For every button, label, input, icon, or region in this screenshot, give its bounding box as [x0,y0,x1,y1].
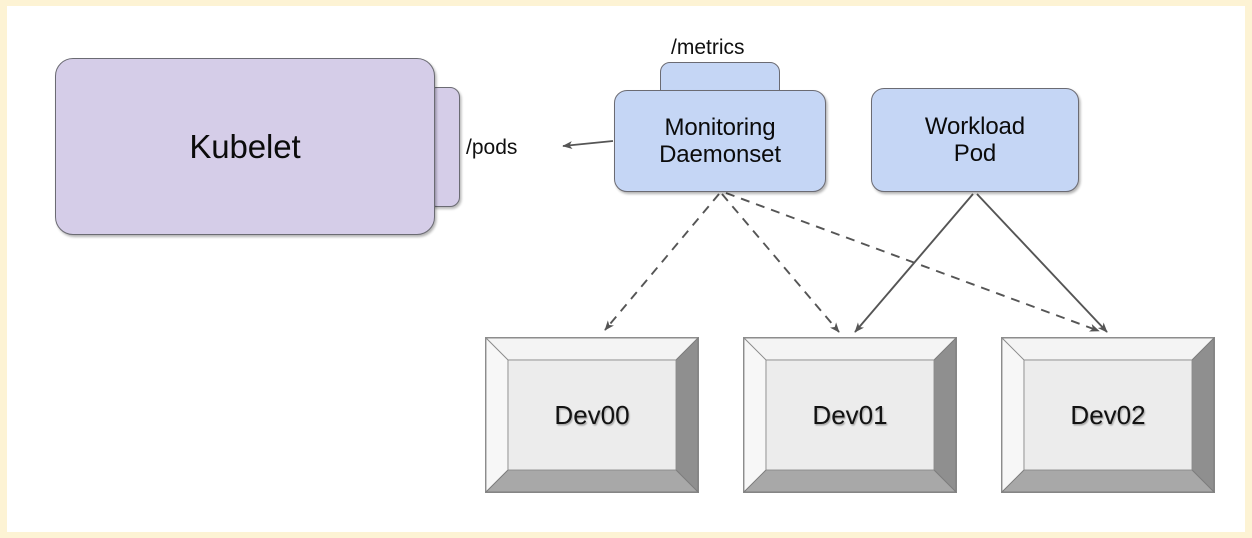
diagram-surface: Kubelet /pods /metrics Monitoring Daemon… [7,6,1245,532]
metrics-endpoint-label: /metrics [671,36,745,59]
edge-workload-to-dev01 [854,193,974,333]
pods-endpoint-label: /pods [466,136,518,159]
monitoring-daemonset-node[interactable]: Monitoring Daemonset [614,90,826,192]
device-node-dev02[interactable]: Dev02 [1001,337,1215,493]
device-bevel-icon [485,337,699,493]
device-bevel-icon [743,337,957,493]
device-node-dev01[interactable]: Dev01 [743,337,957,493]
device-node-dev00[interactable]: Dev00 [485,337,699,493]
kubelet-node[interactable]: Kubelet [55,58,435,235]
edge-monitoring-to-pods [562,140,614,150]
workload-pod-label: Workload Pod [924,112,1026,167]
edge-monitoring-to-dev01 [721,193,840,333]
edge-workload-to-dev02 [976,193,1108,333]
device-bevel-icon [1001,337,1215,493]
workload-pod-node[interactable]: Workload Pod [871,88,1079,192]
edge-monitoring-to-dev02 [725,192,1100,332]
edge-monitoring-to-dev00 [604,193,720,331]
kubelet-label: Kubelet [189,127,301,165]
monitoring-daemonset-label: Monitoring Daemonset [659,113,781,168]
